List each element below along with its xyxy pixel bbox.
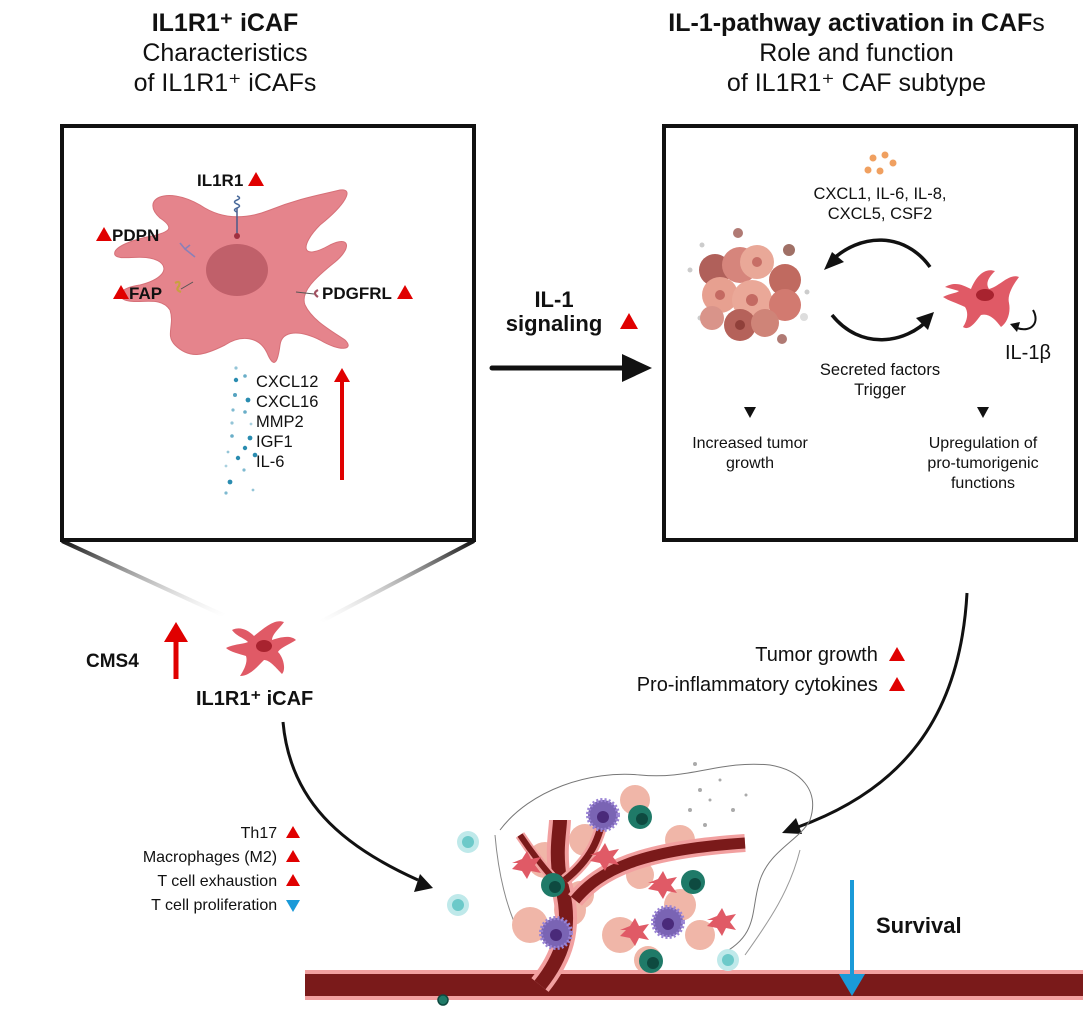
right-title-sub1: Role and function	[759, 39, 954, 67]
fap-receptor-icon	[174, 280, 182, 294]
il1r1-receptor-icon	[233, 195, 241, 213]
right-title: IL-1-pathway activation in CAFs Role and…	[630, 8, 1083, 98]
cytokine-list: CXCL1, IL-6, IL-8, CXCL5, CSF2	[813, 185, 947, 223]
down-triangle-icon	[286, 899, 300, 912]
tumor-effects-list: Tumor growth Pro-inflammatory cytokines	[560, 640, 905, 700]
cycle-arrow-bottom-head-icon	[916, 312, 934, 330]
left-title-sub2: of IL1R1⁺ iCAFs	[133, 69, 317, 97]
cycle-arrow-top	[828, 238, 932, 269]
gene-item: CXCL16	[256, 393, 319, 411]
up-triangle-icon	[248, 172, 265, 186]
down-arrow-functions-icon	[977, 407, 989, 418]
ecm-fiber	[744, 849, 801, 956]
right-title-sub2: of IL1R1⁺ CAF subtype	[726, 69, 987, 97]
secreted-factors-label: Secreted factors Trigger	[819, 361, 941, 399]
curve-arrow-right	[797, 592, 969, 829]
gene-item: CXCL12	[256, 373, 319, 391]
tumor-cluster	[687, 228, 810, 344]
effect-item: T cell proliferation	[60, 894, 300, 918]
right-title-main: IL-1-pathway activation in CAF	[668, 9, 1033, 37]
zoom-line-right	[319, 539, 475, 624]
up-triangle-icon	[286, 826, 300, 838]
immune-effects-list: Th17 Macrophages (M2) T cell exhaustion …	[60, 822, 300, 918]
effect-item: Tumor growth	[560, 640, 905, 670]
cms4-label: CMS4	[86, 651, 139, 672]
teal-immune-cells	[447, 831, 739, 971]
caf-nucleus	[206, 244, 268, 296]
gene-upregulation-arrow-icon	[334, 368, 350, 382]
zoom-line-left	[61, 539, 226, 618]
il1-signaling-up-triangle-icon	[620, 313, 638, 329]
survival-label: Survival	[876, 913, 962, 938]
up-triangle-icon	[889, 677, 905, 691]
effect-item: Th17	[60, 822, 300, 846]
up-triangle-icon	[113, 285, 129, 299]
left-title-sub1: Characteristics	[142, 39, 308, 67]
macrophages	[539, 798, 685, 950]
marker-il1r1: IL1R1	[197, 171, 265, 191]
down-arrow-tumor-icon	[744, 407, 756, 418]
pdgfrl-receptor-icon	[313, 289, 319, 298]
secreted-gene-list: CXCL12 CXCL16 MMP2 IGF1 IL-6	[256, 372, 318, 472]
secreted-particles-tme	[678, 762, 748, 832]
effect-item: T cell exhaustion	[60, 870, 300, 894]
caf-cell-small	[226, 621, 296, 676]
ecm-fiber	[499, 763, 814, 956]
left-title-main: IL1R1⁺ iCAF	[151, 9, 299, 37]
t-cells	[541, 805, 705, 973]
right-title-suffix: s	[1032, 9, 1045, 37]
marker-pdpn: PDPN	[96, 226, 159, 246]
up-triangle-icon	[889, 647, 905, 661]
left-title: IL1R1⁺ iCAF Characteristics of IL1R1⁺ iC…	[60, 8, 390, 98]
gene-item: MMP2	[256, 413, 304, 431]
cms4-up-arrow-icon	[164, 622, 188, 642]
circulating-t-cell	[437, 994, 449, 1006]
up-triangle-icon	[396, 285, 413, 299]
il1r1-dot	[234, 233, 240, 239]
marker-fap: FAP	[113, 284, 162, 304]
curve-arrow-icaf	[281, 721, 419, 882]
gene-item: IGF1	[256, 433, 293, 451]
autocrine-arrow-head-icon	[1010, 322, 1020, 332]
curve-arrow-right-head-icon	[782, 818, 802, 834]
survival-down-arrow-icon	[839, 974, 865, 996]
gene-item: IL-6	[256, 453, 285, 471]
up-triangle-icon	[286, 850, 300, 862]
il1-signaling-label: IL-1 signaling	[505, 287, 603, 336]
secreted-particles	[224, 366, 258, 495]
il1-arrow-head-icon	[622, 354, 652, 382]
cafs-in-tme	[512, 843, 736, 946]
autocrine-arrow	[1016, 309, 1037, 331]
effect-item: Macrophages (M2)	[60, 846, 300, 870]
effect-item: Pro-inflammatory cytokines	[560, 670, 905, 700]
outcome-pro-tumorigenic: Upregulation of pro-tumorigenic function…	[927, 435, 1039, 492]
il1b-label: IL-1β	[1005, 342, 1051, 364]
cycle-arrow-bottom	[830, 313, 932, 342]
cytokine-particles	[864, 151, 897, 175]
pdpn-receptor-icon	[179, 242, 196, 258]
curve-arrow-icaf-head-icon	[414, 874, 433, 892]
marker-pdgfrl: PDGFRL	[322, 284, 413, 304]
small-caf-label: IL1R1⁺ iCAF	[196, 688, 314, 710]
cycle-arrow-top-head-icon	[824, 252, 844, 270]
outcome-tumor-growth: Increased tumor growth	[692, 435, 808, 472]
caf-cell-panel	[943, 270, 1019, 329]
up-triangle-icon	[96, 227, 112, 241]
up-triangle-icon	[286, 874, 300, 886]
